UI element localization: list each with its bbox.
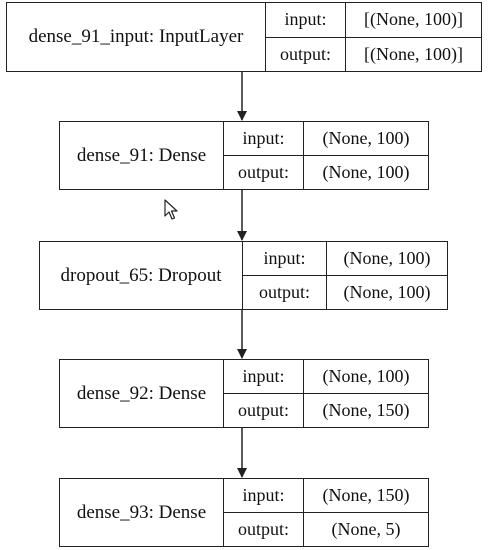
output-row: output: (None, 100) bbox=[243, 275, 447, 309]
output-label: output: bbox=[224, 394, 304, 427]
output-label: output: bbox=[243, 276, 327, 309]
node-name: dense_92: Dense bbox=[60, 360, 224, 427]
output-shape: (None, 5) bbox=[331, 519, 401, 539]
input-label: input: bbox=[266, 3, 346, 37]
input-shape: [(None, 100)] bbox=[364, 9, 463, 30]
node-dense-93: dense_93: Dense input: (None, 150) outpu… bbox=[59, 478, 429, 547]
input-row: input: (None, 100) bbox=[224, 360, 428, 393]
input-row: input: (None, 100) bbox=[224, 122, 428, 155]
input-label: input: bbox=[243, 242, 327, 275]
output-shape: [(None, 100)] bbox=[364, 43, 463, 64]
output-row: output: (None, 100) bbox=[224, 155, 428, 189]
output-row: output: [(None, 100)] bbox=[266, 36, 481, 71]
input-label: input: bbox=[224, 122, 304, 155]
input-shape: (None, 100) bbox=[322, 128, 410, 148]
input-shape: (None, 150) bbox=[322, 485, 410, 505]
output-label: output: bbox=[266, 37, 346, 71]
output-row: output: (None, 150) bbox=[224, 393, 428, 427]
output-label: output: bbox=[224, 513, 304, 546]
node-name: dense_93: Dense bbox=[60, 479, 224, 546]
input-shape: (None, 100) bbox=[322, 366, 410, 386]
node-name: dense_91: Dense bbox=[60, 122, 224, 189]
output-shape: (None, 100) bbox=[343, 282, 431, 302]
input-label: input: bbox=[224, 360, 304, 393]
node-name: dense_91_input: InputLayer bbox=[7, 3, 266, 71]
input-row: input: (None, 100) bbox=[243, 242, 447, 275]
node-dropout-65: dropout_65: Dropout input: (None, 100) o… bbox=[39, 241, 448, 310]
output-label: output: bbox=[224, 156, 304, 189]
mouse-cursor-icon bbox=[164, 199, 178, 220]
output-shape: (None, 150) bbox=[322, 400, 410, 420]
input-row: input: (None, 150) bbox=[224, 479, 428, 512]
node-dense-91: dense_91: Dense input: (None, 100) outpu… bbox=[59, 121, 429, 190]
input-shape: (None, 100) bbox=[343, 248, 431, 268]
output-row: output: (None, 5) bbox=[224, 512, 428, 546]
input-row: input: [(None, 100)] bbox=[266, 3, 481, 37]
input-label: input: bbox=[224, 479, 304, 512]
node-name: dropout_65: Dropout bbox=[40, 242, 243, 309]
output-shape: (None, 100) bbox=[322, 162, 410, 182]
node-dense-91-input: dense_91_input: InputLayer input: [(None… bbox=[6, 2, 482, 72]
node-dense-92: dense_92: Dense input: (None, 100) outpu… bbox=[59, 359, 429, 428]
